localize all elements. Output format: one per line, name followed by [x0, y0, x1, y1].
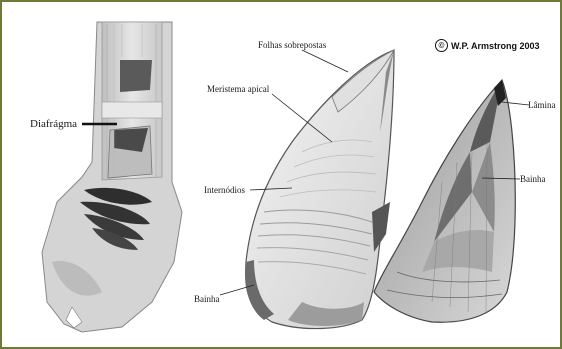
label-bainha-right: Bainha	[520, 174, 546, 184]
cavity-upper	[120, 60, 152, 92]
copyright-icon: ©	[435, 39, 448, 52]
label-internodios: Internódios	[204, 185, 245, 195]
shoot-whole	[374, 80, 515, 322]
culm-section	[42, 22, 182, 332]
leader-folhas	[302, 50, 348, 72]
label-folhas-sobrepostas: Folhas sobrepostas	[258, 40, 326, 50]
credit-text: W.P. Armstrong 2003	[451, 41, 540, 51]
credit-line: © W.P. Armstrong 2003	[435, 39, 540, 52]
label-bainha-left: Bainha	[194, 294, 220, 304]
label-meristema-apical: Meristema apical	[207, 84, 269, 94]
label-lamina: Lâmina	[528, 100, 556, 110]
label-diafragma: Diafrágma	[30, 119, 77, 129]
